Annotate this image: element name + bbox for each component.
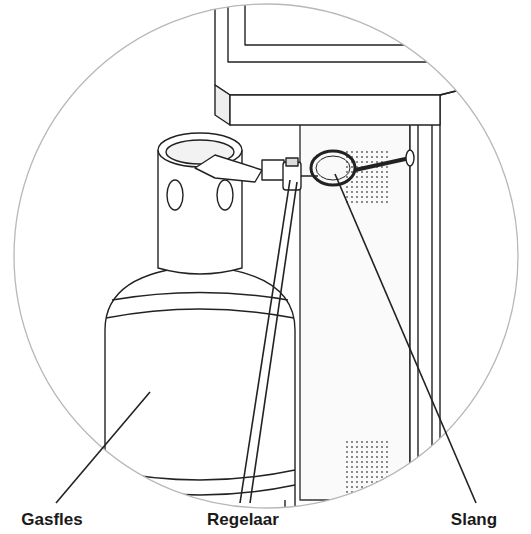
part-label: Slang (449, 510, 499, 530)
part-label: Regelaar (205, 510, 281, 530)
leader-lines (56, 174, 476, 503)
detail-circle (14, 4, 518, 508)
part-label: Gasfles (19, 510, 84, 530)
grill-and-bottle (105, 0, 480, 534)
